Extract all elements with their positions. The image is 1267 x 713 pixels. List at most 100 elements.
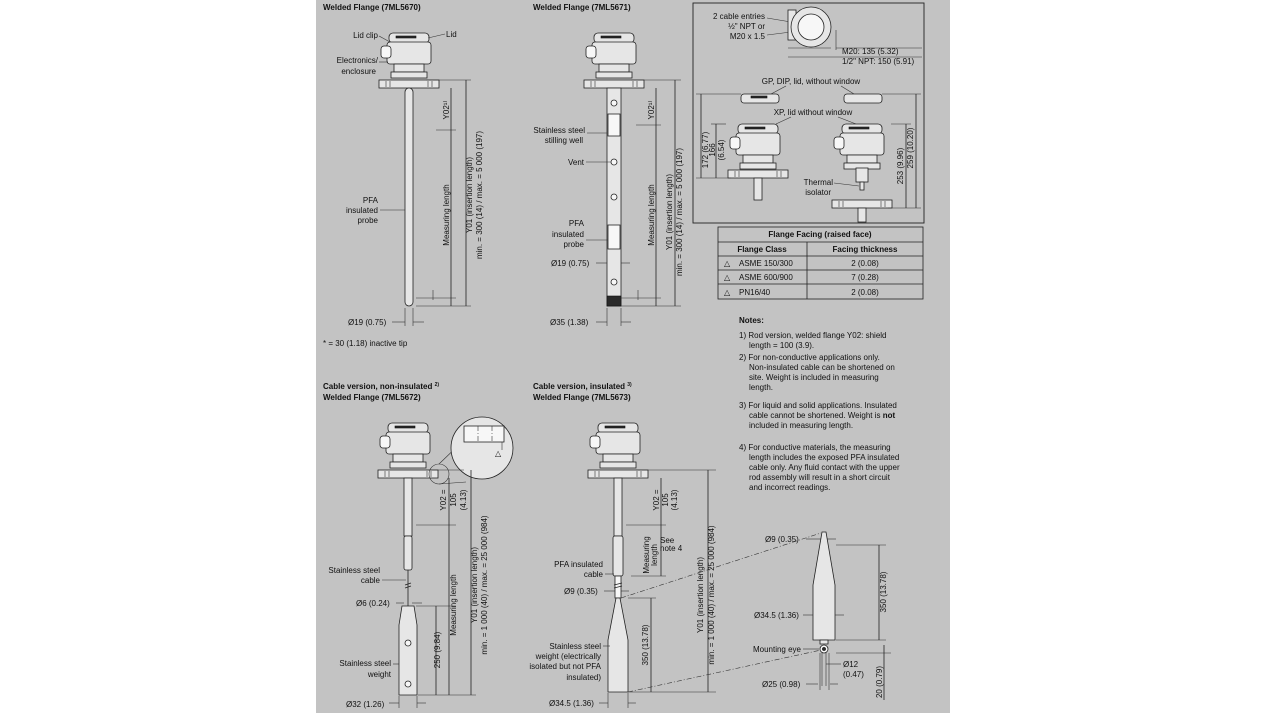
d1-lid-clip-label: Lid clip — [353, 31, 378, 40]
table-header-class: Flange Class — [737, 245, 787, 254]
d4-350: 350 (13.78) — [641, 624, 650, 665]
d1-electronics-label-2: enclosure — [341, 67, 376, 76]
d2-diameter-label: Ø35 (1.38) — [550, 318, 589, 327]
xp-lid-label: XP, lid without window — [774, 108, 853, 117]
d1-title: Welded Flange (7ML5670) — [323, 3, 421, 12]
note-4-line: and incorrect readings. — [749, 483, 830, 492]
dimension-box — [692, 2, 925, 224]
d1-electronics-label-1: Electronics/ — [337, 56, 379, 65]
d3-250: 250 (9.84) — [433, 631, 442, 668]
d3-diameter: Ø32 (1.26) — [346, 700, 385, 709]
d2-flange — [583, 79, 645, 89]
npt-dimension: 1/2" NPT: 150 (5.91) — [842, 57, 915, 66]
gp-lid-label: GP, DIP, lid, without window — [762, 77, 861, 86]
d4-weight-label-4: insulated) — [566, 673, 601, 682]
d3-cable-diameter: Ø6 (0.24) — [356, 599, 390, 608]
d4-see-1: See — [660, 536, 675, 545]
d2-range-label: min. = 300 (14) / max. = 5 000 (197) — [675, 148, 684, 276]
d3-y01: Y01 (insertion length) — [470, 547, 479, 623]
table-row-class: ASME 150/300 — [739, 259, 793, 268]
d4-weight-label-1: Stainless steel — [549, 642, 601, 651]
detail-d20: 20 (0.79) — [875, 666, 884, 698]
d2-measuring-label: Measuring length — [647, 184, 656, 245]
d1-footnote: * = 30 (1.18) inactive tip — [323, 339, 408, 348]
note-4-line: 4) For conductive materials, the measuri… — [739, 443, 891, 452]
table-row-thickness: 7 (0.28) — [851, 273, 879, 282]
note-3-line: included in measuring length. — [749, 421, 853, 430]
note-3-line: cable cannot be shortened. Weight is not — [749, 411, 895, 420]
m20-dimension: M20: 135 (5.32) — [842, 47, 899, 56]
dimension-drawing: Welded Flange (7ML5670) Lid clip Lid Ele… — [323, 2, 925, 709]
d1-y02-label: Y02¹⁾ — [442, 101, 451, 120]
d4-housing — [589, 422, 641, 469]
cable-entries-label-2: ½" NPT or — [728, 22, 765, 31]
d3-y02-3: (4.13) — [459, 489, 468, 510]
d3-weight — [398, 605, 418, 696]
thermal-label-2: isolator — [805, 188, 831, 197]
dim-166-2: (6.54) — [717, 139, 726, 160]
table-header-thickness: Facing thickness — [833, 245, 898, 254]
d4-weight-label-2: weight (electrically — [535, 652, 601, 661]
d3-cable-label-2: cable — [361, 576, 381, 585]
detail-d12-1: Ø12 — [843, 660, 859, 669]
detail-d345: Ø34.5 (1.36) — [754, 611, 799, 620]
d2-well-label-1: Stainless steel — [533, 126, 585, 135]
d3-cable-label-1: Stainless steel — [328, 566, 380, 575]
d3-weight-label-1: Stainless steel — [339, 659, 391, 668]
d2-y01-label: Y01 (insertion length) — [665, 174, 674, 250]
d1-probe-label-1: PFA — [363, 196, 379, 205]
d1-y01-label: Y01 (insertion length) — [465, 157, 474, 233]
table-row-thickness: 2 (0.08) — [851, 288, 879, 297]
note-3-text: cable cannot be shortened. Weight is — [749, 411, 883, 420]
note-1-line: length = 100 (3.9). — [749, 341, 814, 350]
d4-diameter: Ø34.5 (1.36) — [549, 699, 594, 708]
d4-cable-top — [612, 535, 624, 577]
d1-probe — [404, 87, 414, 307]
d1-diameter-label: Ø19 (0.75) — [348, 318, 387, 327]
thermal-label-1: Thermal — [804, 178, 834, 187]
table-row-class: ASME 600/900 — [739, 273, 793, 282]
d2-y02-label: Y02¹⁾ — [647, 101, 656, 120]
d4-cable-diameter: Ø9 (0.35) — [564, 587, 598, 596]
note-4-line: cable only. Any fluid contact with the u… — [749, 463, 900, 472]
d4-weight-label-3: isolated but not PFA — [529, 662, 601, 671]
d3-y02-2: 105 — [449, 493, 458, 507]
d4-measuring-1: Measuring — [642, 536, 651, 573]
cable-entries-label-1: 2 cable entries — [713, 12, 765, 21]
d3-facing-mark: △ — [495, 449, 502, 458]
d1-probe-label-2: insulated — [346, 206, 378, 215]
d4-y02-1: Y02 = — [652, 489, 661, 510]
d4-title-sup: 3) — [627, 382, 632, 388]
d4-cable-label-1: PFA insulated — [554, 560, 603, 569]
flange-facing-table: Flange Facing (raised face) Flange Class… — [717, 226, 924, 300]
detail-d350: 350 (13.78) — [879, 571, 888, 612]
gp-lid-2 — [843, 93, 883, 104]
dim-259: 259 (10.20) — [906, 127, 915, 168]
d4-weight — [607, 597, 629, 693]
top-flange-left — [727, 169, 789, 179]
d3-title-1: Cable version, non-insulated 2) — [323, 382, 439, 391]
drawing-sheet: Welded Flange (7ML5670) Lid clip Lid Ele… — [316, 0, 950, 713]
d4-measuring-2: length — [650, 544, 659, 566]
note-1-line: 1) Rod version, welded flange Y02: shiel… — [739, 331, 887, 340]
top-housing-right — [833, 123, 885, 170]
cable-entries-label-3: M20 x 1.5 — [730, 32, 766, 41]
d1-lid-label: Lid — [446, 30, 457, 39]
d1-flange — [378, 79, 440, 89]
d4-range: min. = 1 000 (40) / max. = 25 000 (984) — [707, 525, 716, 665]
note-2-line: length. — [749, 383, 773, 392]
d3-y02-1: Y02 = — [439, 489, 448, 510]
dim-253: 253 (9.96) — [896, 147, 905, 184]
detail-d12-2: (0.47) — [843, 670, 864, 679]
d3-measuring: Measuring length — [449, 574, 458, 635]
d4-y02-2: 105 — [661, 493, 670, 507]
d2-probe-label-3: probe — [564, 240, 585, 249]
d2-title: Welded Flange (7ML5671) — [533, 3, 631, 12]
note-2-line: 2) For non-conductive applications only. — [739, 353, 880, 362]
d3-cable-top — [403, 535, 413, 571]
d2-probe-label-2: insulated — [552, 230, 584, 239]
note-2-line: site. Weight is included in measuring — [749, 373, 879, 382]
dim-172: 172 (6.77) — [701, 131, 710, 168]
d1-housing — [380, 32, 432, 79]
d3-title-text: Cable version, non-insulated — [323, 382, 432, 391]
